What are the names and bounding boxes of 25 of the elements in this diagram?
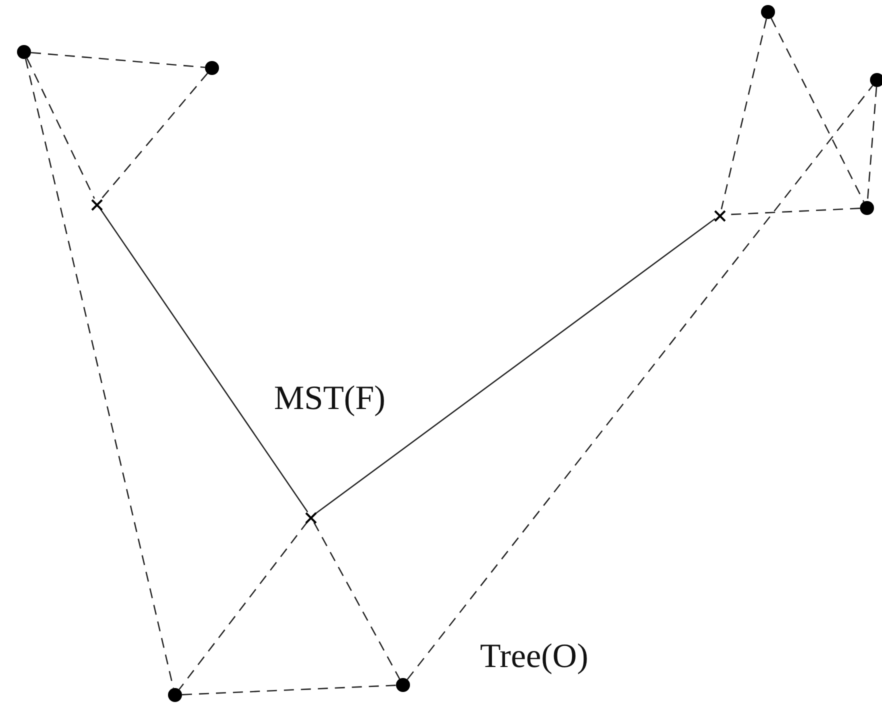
cross-mark bbox=[714, 209, 726, 221]
cross-mark bbox=[305, 511, 317, 523]
dashed-line bbox=[182, 684, 396, 696]
dashed-line bbox=[178, 521, 308, 690]
dashed-line bbox=[406, 85, 874, 680]
point-dot bbox=[205, 61, 219, 75]
dashed-line bbox=[313, 522, 400, 680]
point-dot bbox=[761, 5, 775, 19]
point-dot bbox=[17, 45, 31, 59]
dashed-line bbox=[30, 52, 206, 68]
dashed-line bbox=[24, 58, 174, 688]
point-dot bbox=[168, 688, 182, 702]
tree-label: MST(F) bbox=[274, 382, 386, 416]
line bbox=[315, 218, 716, 514]
cross-mark bbox=[91, 198, 103, 210]
tree-label: Tree(O) bbox=[480, 640, 588, 674]
dashed-line bbox=[770, 18, 864, 202]
point-dot bbox=[860, 201, 874, 215]
dashed-line bbox=[26, 58, 95, 199]
line bbox=[100, 208, 308, 512]
point-dot bbox=[870, 73, 882, 87]
dashed-line bbox=[720, 18, 768, 210]
dashed-line bbox=[100, 72, 208, 200]
dashed-line bbox=[866, 86, 878, 202]
point-dot bbox=[396, 678, 410, 692]
